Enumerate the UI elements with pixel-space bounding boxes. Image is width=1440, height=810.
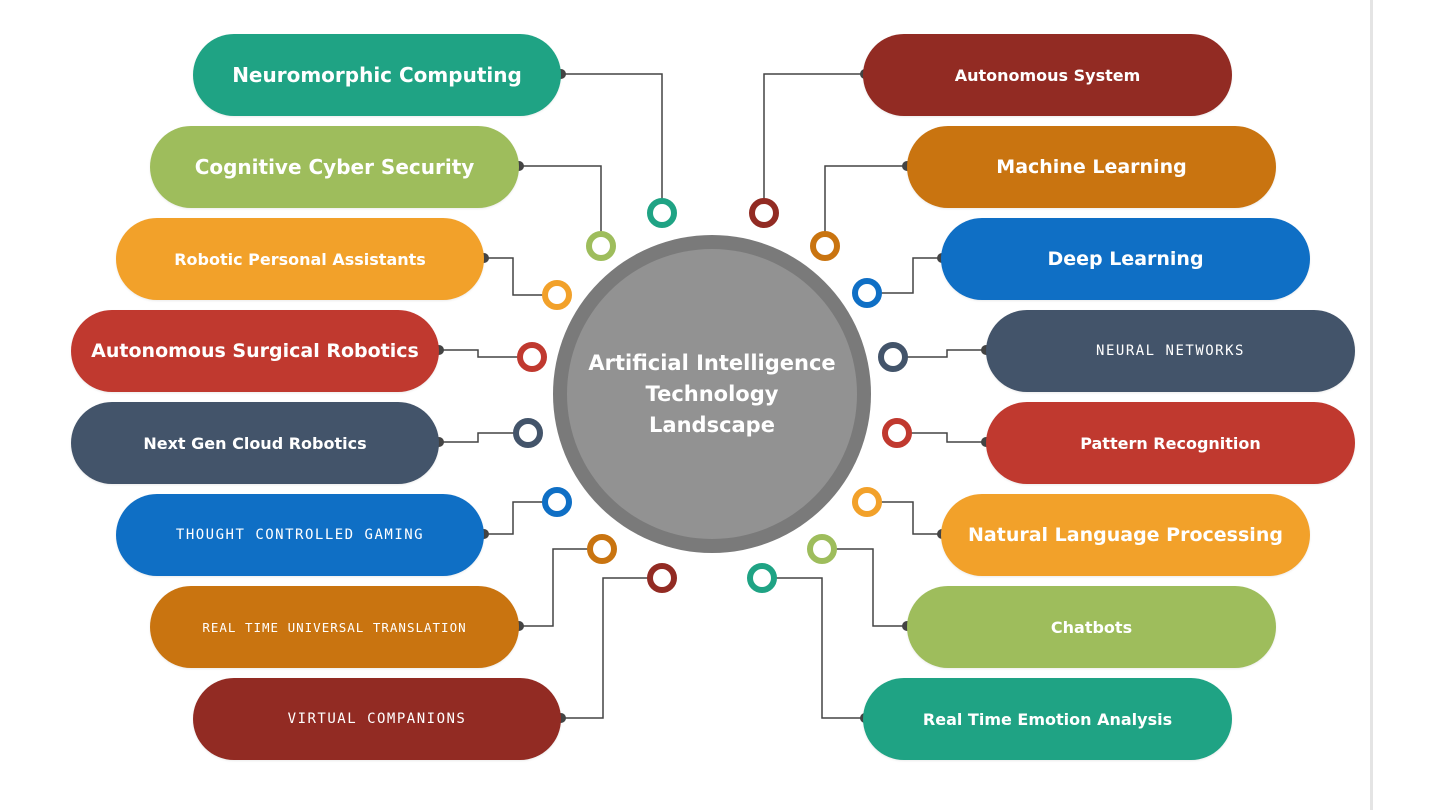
- pill-deep-learning: Deep Learning: [941, 218, 1310, 300]
- ring-marker-autonomous-system: [749, 198, 779, 228]
- pill-label: Natural Language Processing: [968, 524, 1283, 546]
- pill-label: Real Time Emotion Analysis: [922, 709, 1173, 729]
- pill-neural-networks: Neural Networks: [986, 310, 1355, 392]
- ring-marker-neuromorphic-computing: [647, 198, 677, 228]
- pill-label: Autonomous Surgical Robotics: [91, 340, 419, 362]
- pill-real-time-emotion-analysis: Real Time Emotion Analysis: [863, 678, 1232, 760]
- ring-marker-robotic-personal-assistants: [542, 280, 572, 310]
- connector-real-time-emotion-analysis: [775, 577, 865, 719]
- pill-natural-language-processing: Natural Language Processing: [941, 494, 1310, 576]
- connector-autonomous-surgical-robotics: [439, 349, 519, 358]
- connector-chatbots: [835, 548, 907, 627]
- ring-marker-natural-language-processing: [852, 487, 882, 517]
- pill-label: Autonomous System: [954, 65, 1141, 85]
- pill-label: Thought Controlled Gaming: [175, 527, 425, 543]
- pill-label: Robotic Personal Assistants: [174, 249, 426, 269]
- pill-chatbots: Chatbots: [907, 586, 1276, 668]
- ring-marker-neural-networks: [878, 342, 908, 372]
- pill-label: Neural Networks: [1096, 343, 1245, 359]
- pill-label: Real Time Universal Translation: [202, 619, 467, 635]
- pill-robotic-personal-assistants: Robotic Personal Assistants: [116, 218, 484, 300]
- connector-natural-language-processing: [880, 501, 942, 535]
- ring-marker-pattern-recognition: [882, 418, 912, 448]
- connector-pattern-recognition: [910, 432, 986, 443]
- pill-cognitive-cyber-security: Cognitive Cyber Security: [150, 126, 519, 208]
- pill-label: Deep Learning: [1047, 248, 1204, 270]
- pill-virtual-companions: Virtual Companions: [193, 678, 561, 760]
- connector-neural-networks: [906, 349, 986, 358]
- connector-deep-learning: [880, 257, 942, 294]
- connector-autonomous-system: [763, 73, 865, 200]
- ring-marker-chatbots: [807, 534, 837, 564]
- center-hub-title: Artificial Intelligence Technology Lands…: [588, 350, 836, 437]
- connector-cognitive-cyber-security: [519, 165, 602, 233]
- ring-marker-virtual-companions: [647, 563, 677, 593]
- pill-real-time-universal-translation: Real Time Universal Translation: [150, 586, 519, 668]
- ring-marker-autonomous-surgical-robotics: [517, 342, 547, 372]
- pill-label: Cognitive Cyber Security: [194, 155, 475, 179]
- pill-thought-controlled-gaming: Thought Controlled Gaming: [116, 494, 484, 576]
- ring-marker-real-time-universal-translation: [587, 534, 617, 564]
- pill-neuromorphic-computing: Neuromorphic Computing: [193, 34, 561, 116]
- ring-marker-next-gen-cloud-robotics: [513, 418, 543, 448]
- ring-marker-deep-learning: [852, 278, 882, 308]
- connector-virtual-companions: [561, 577, 649, 719]
- pill-machine-learning: Machine Learning: [907, 126, 1276, 208]
- connector-neuromorphic-computing: [561, 73, 663, 200]
- connector-next-gen-cloud-robotics: [439, 432, 515, 443]
- connector-robotic-personal-assistants: [484, 257, 544, 296]
- pill-label: Chatbots: [1050, 617, 1133, 637]
- ring-marker-machine-learning: [810, 231, 840, 261]
- ring-marker-real-time-emotion-analysis: [747, 563, 777, 593]
- pill-label: Pattern Recognition: [1080, 433, 1261, 453]
- connector-real-time-universal-translation: [519, 548, 589, 627]
- pill-next-gen-cloud-robotics: Next Gen Cloud Robotics: [71, 402, 439, 484]
- pill-autonomous-system: Autonomous System: [863, 34, 1232, 116]
- pill-label: Neuromorphic Computing: [232, 63, 522, 87]
- ring-marker-thought-controlled-gaming: [542, 487, 572, 517]
- center-hub: Artificial Intelligence Technology Lands…: [567, 249, 857, 539]
- pill-label: Machine Learning: [996, 156, 1187, 178]
- pill-pattern-recognition: Pattern Recognition: [986, 402, 1355, 484]
- connector-thought-controlled-gaming: [484, 501, 544, 535]
- pill-label: Virtual Companions: [287, 711, 467, 727]
- pill-autonomous-surgical-robotics: Autonomous Surgical Robotics: [71, 310, 439, 392]
- page-scrollbar[interactable]: [1370, 0, 1373, 810]
- connector-machine-learning: [824, 165, 907, 233]
- pill-label: Next Gen Cloud Robotics: [143, 433, 367, 453]
- ring-marker-cognitive-cyber-security: [586, 231, 616, 261]
